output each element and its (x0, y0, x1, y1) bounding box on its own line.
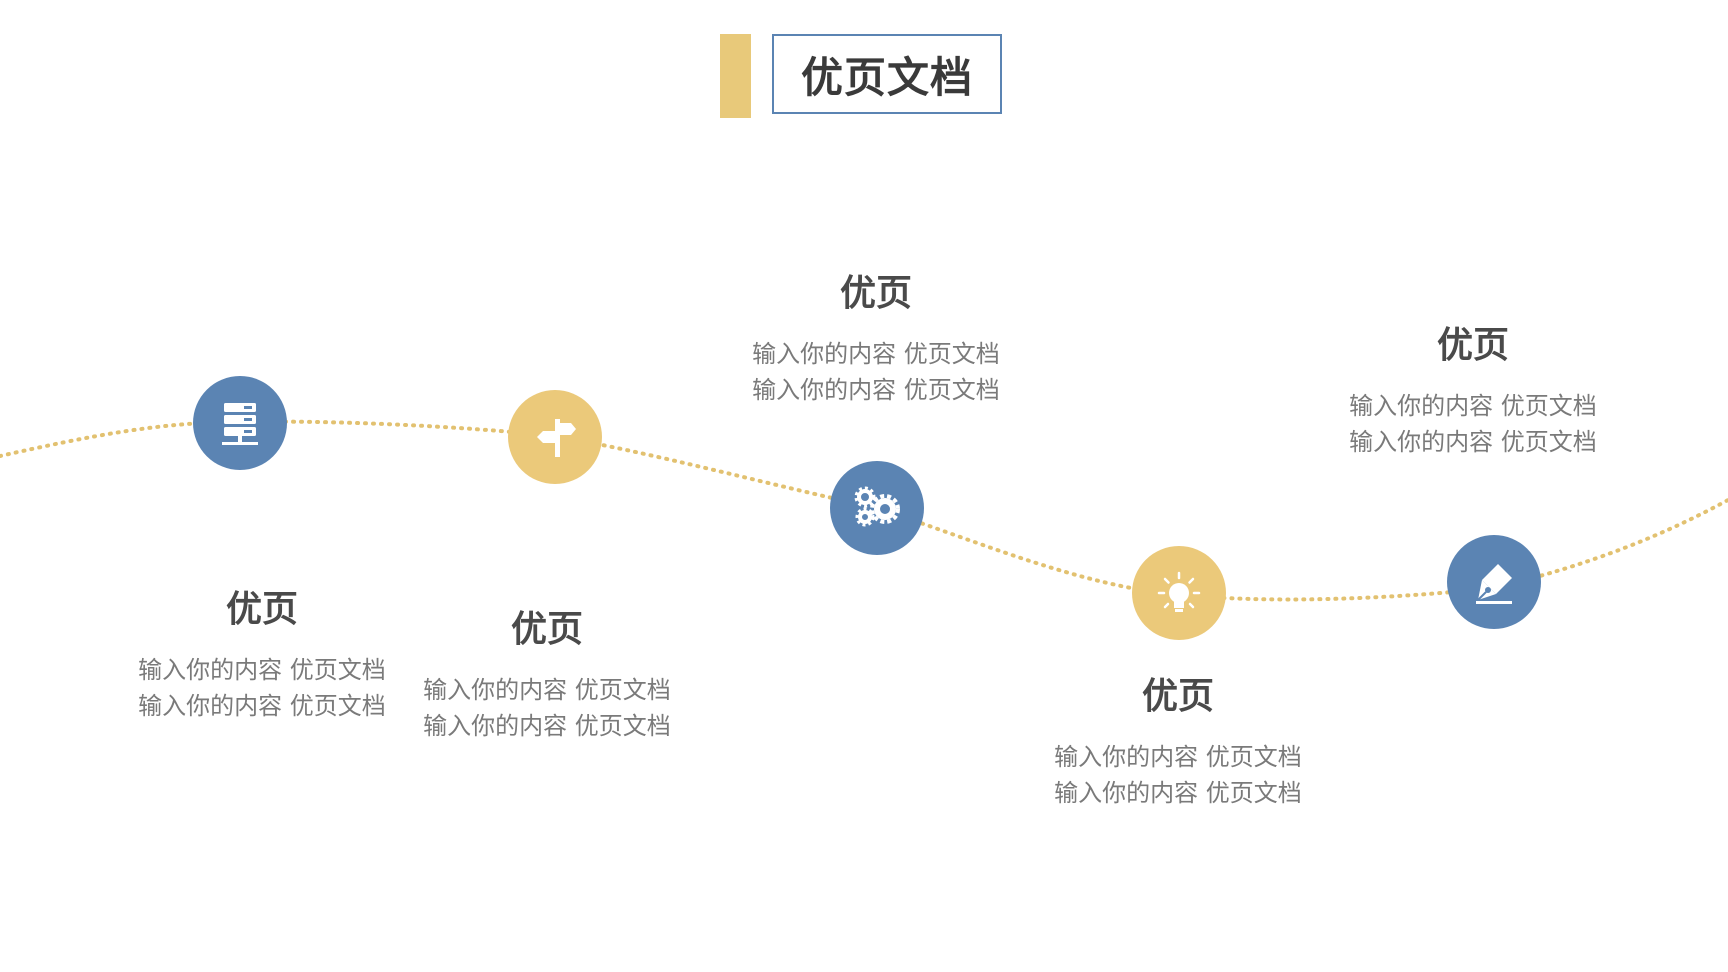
step-2-desc-line-2: 输入你的内容 优页文档 (423, 712, 671, 740)
step-2-text: 优页 输入你的内容 优页文档 输入你的内容 优页文档 (397, 608, 697, 744)
step-5-node (1447, 535, 1541, 629)
step-1-desc-line-1: 输入你的内容 优页文档 (138, 656, 386, 684)
step-3-node (830, 461, 924, 555)
server-icon (222, 403, 258, 445)
page-title: 优页文档 (800, 52, 973, 102)
step-5-desc-line-1: 输入你的内容 优页文档 (1349, 392, 1597, 420)
signpost-icon (537, 419, 576, 457)
step-1-desc-line-2: 输入你的内容 优页文档 (138, 692, 386, 720)
step-3-desc-line-1: 输入你的内容 优页文档 (752, 340, 1000, 368)
step-4-node (1132, 546, 1226, 640)
step-3-text: 优页 输入你的内容 优页文档 输入你的内容 优页文档 (726, 272, 1026, 408)
step-1-node (193, 376, 287, 470)
step-3-desc-line-2: 输入你的内容 优页文档 (752, 376, 1000, 404)
gears-icon (854, 486, 900, 527)
step-2-node (508, 390, 602, 484)
title-accent-bar (720, 34, 751, 118)
step-5-desc-line-2: 输入你的内容 优页文档 (1349, 428, 1597, 456)
step-4-text: 优页 输入你的内容 优页文档 输入你的内容 优页文档 (1028, 675, 1328, 811)
step-2-desc-line-1: 输入你的内容 优页文档 (423, 676, 671, 704)
step-3-title: 优页 (839, 273, 912, 314)
step-2-title: 优页 (510, 609, 583, 650)
step-1-text: 优页 输入你的内容 优页文档 输入你的内容 优页文档 (112, 588, 412, 724)
title-box: 优页文档 (772, 34, 1002, 114)
step-4-desc-line-2: 输入你的内容 优页文档 (1054, 779, 1302, 807)
step-1-title: 优页 (225, 589, 298, 630)
lightbulb-icon (1157, 571, 1201, 612)
pen-nib-icon (1476, 564, 1512, 604)
step-4-title: 优页 (1141, 676, 1214, 717)
step-4-desc-line-1: 输入你的内容 优页文档 (1054, 743, 1302, 771)
step-5-title: 优页 (1436, 325, 1509, 366)
step-5-text: 优页 输入你的内容 优页文档 输入你的内容 优页文档 (1323, 324, 1623, 460)
